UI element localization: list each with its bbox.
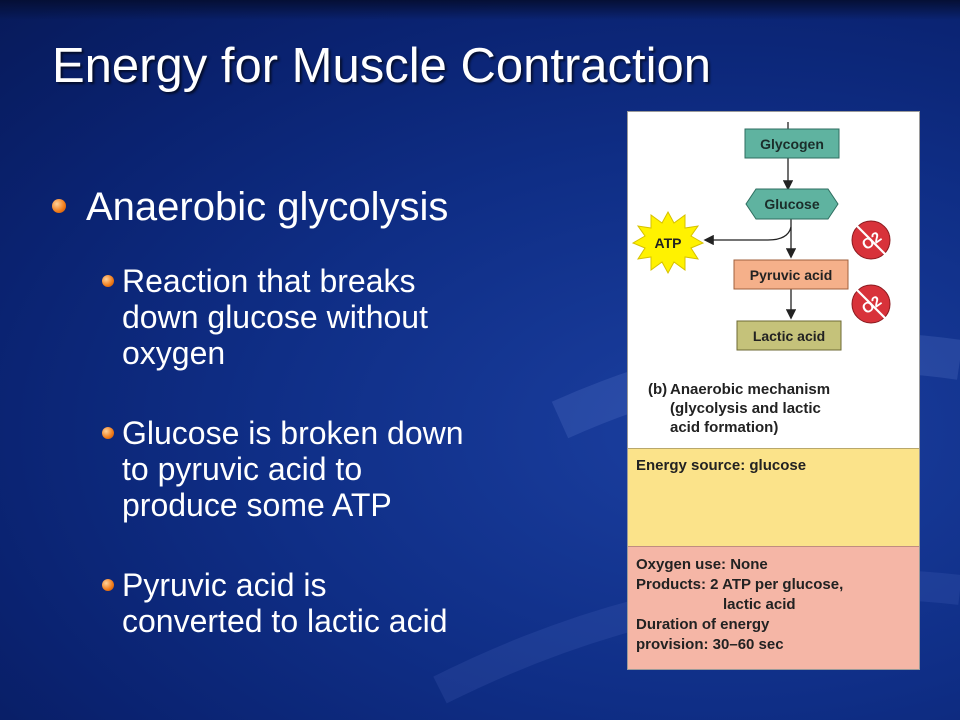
lactic-acid-label: Lactic acid (753, 328, 825, 344)
energy-source-text: Energy source: glucose (636, 457, 807, 474)
diagram-flow: Glycogen Glucose ATP Pyruvic acid Lactic… (628, 112, 919, 448)
products-text-2: lactic acid (723, 596, 796, 613)
products-text: Products: 2 ATP per glucose, (636, 576, 844, 593)
bullet-dot-icon (102, 427, 114, 439)
pyruvic-acid-box (733, 259, 849, 290)
energy-source-panel: Energy source: glucose (628, 448, 919, 546)
no-oxygen-icon-1: O2 (851, 220, 891, 260)
slide-title: Energy for Muscle Contraction (52, 39, 712, 93)
pyruvic-acid-label: Pyruvic acid (750, 267, 833, 283)
glycogen-box (744, 128, 840, 159)
atp-starburst-icon (631, 210, 705, 275)
sub-bullet-1-text: Reaction that breaks down glucose withou… (122, 263, 428, 371)
caption-letter: (b) (648, 381, 668, 398)
atp-label: ATP (655, 235, 682, 251)
no-oxygen-icon-2: O2 (851, 284, 891, 324)
oxygen-use-text: Oxygen use: None (636, 556, 768, 573)
diagram-caption: (b) Anaerobic mechanism (glycolysis and … (648, 381, 831, 436)
bullet-dot-icon (102, 579, 114, 591)
glycogen-label: Glycogen (760, 136, 824, 152)
top-shadow-bar (0, 0, 960, 20)
arrow-to-atp (703, 226, 792, 246)
glucose-label: Glucose (764, 196, 819, 212)
sub-bullet-3-text: Pyruvic acid is converted to lactic acid (122, 567, 448, 639)
flow-svg: Glycogen Glucose ATP Pyruvic acid Lactic… (631, 122, 891, 351)
duration-text: Duration of energy (636, 616, 770, 633)
glucose-hexagon (745, 188, 839, 220)
sub-bullet-2-text: Glucose is broken down to pyruvic acid t… (122, 415, 464, 523)
bullet-dot-icon (52, 199, 66, 213)
lactic-acid-box (736, 320, 842, 351)
bullet-main-text: Anaerobic glycolysis (86, 185, 449, 229)
details-panel: Oxygen use: None Products: 2 ATP per glu… (628, 546, 919, 669)
anaerobic-diagram: Glycogen Glucose ATP Pyruvic acid Lactic… (627, 111, 920, 670)
duration-text-2: provision: 30–60 sec (636, 636, 784, 653)
bullet-dot-icon (102, 275, 114, 287)
